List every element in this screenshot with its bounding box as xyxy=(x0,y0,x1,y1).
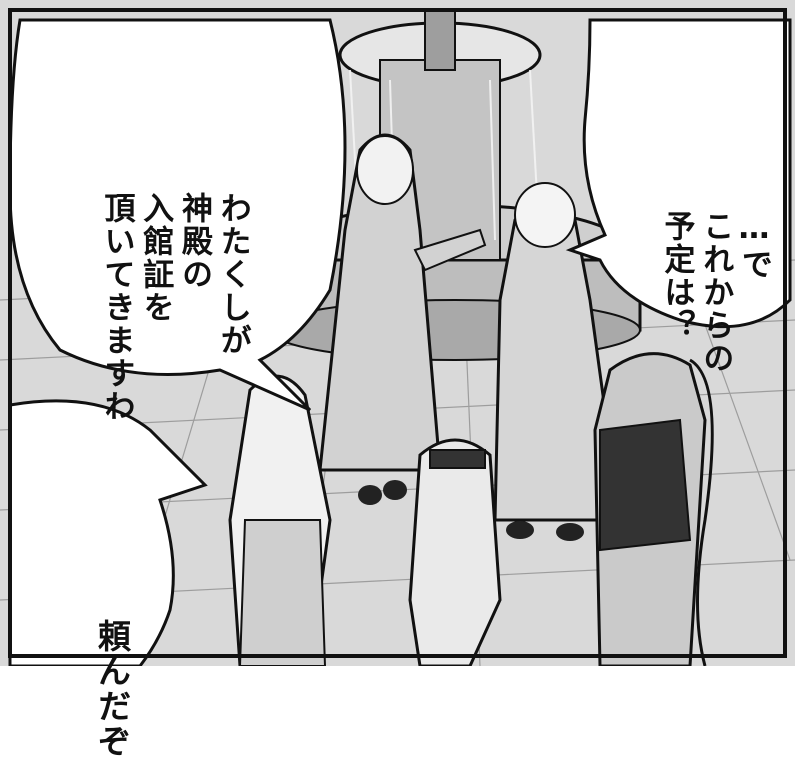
panel-border xyxy=(8,8,787,658)
dialogue-line: 入館証を xyxy=(137,192,174,324)
ponytail-girl-foreground xyxy=(593,352,714,668)
dialogue-left-upper: わたくしが 神殿の 入館証を 頂いてきますわ xyxy=(58,40,291,423)
dialogue-line: わたくしが xyxy=(214,192,251,357)
robed-woman-center xyxy=(318,133,487,505)
speech-balloon-left-lower xyxy=(8,399,208,668)
speech-balloon-right-upper xyxy=(565,18,792,329)
dialogue-line: 頂いてきますわ xyxy=(98,192,135,423)
dialogue-line: これからの xyxy=(697,210,734,375)
dialogue-right-upper: …で これからの 予定は？ xyxy=(618,58,795,375)
dialogue-line: 予定は？ xyxy=(658,210,695,342)
hooded-figure-foreground xyxy=(408,438,502,668)
dialogue-line: …で xyxy=(736,210,772,281)
dialogue-left-lower: 頼んだぞ xyxy=(50,455,174,759)
panel-artwork xyxy=(0,0,795,668)
dialogue-line: 神殿の xyxy=(176,192,212,291)
dialogue-line: 頼んだぞ xyxy=(92,619,132,759)
